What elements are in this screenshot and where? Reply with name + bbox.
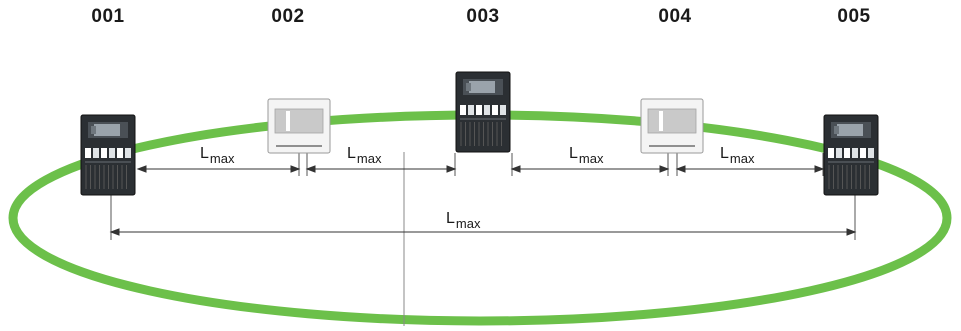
dimension-label: Lmax — [347, 145, 381, 166]
dimension-line-004-005 — [675, 165, 825, 173]
dimension-subscript: max — [209, 151, 235, 166]
keypad-device — [640, 98, 704, 154]
keypad-device — [267, 98, 331, 154]
dimension-symbol: L — [347, 145, 356, 162]
dimension-label: Lmax — [720, 145, 754, 166]
node-label-003: 003 — [466, 6, 500, 27]
dimension-line-003-004 — [510, 165, 670, 173]
control-panel-device — [823, 114, 879, 196]
dimension-line-overall — [109, 228, 857, 236]
node-label-004: 004 — [658, 6, 692, 27]
dimension-symbol: L — [446, 210, 455, 227]
dimension-line-002-003 — [305, 165, 457, 173]
dimension-symbol: L — [200, 145, 209, 162]
control-panel-device — [455, 71, 511, 153]
dimension-subscript: max — [455, 216, 481, 231]
node-label-002: 002 — [271, 6, 305, 27]
dimension-subscript: max — [578, 151, 604, 166]
dimension-subscript: max — [356, 151, 382, 166]
node-label-005: 005 — [837, 6, 871, 27]
dimension-symbol: L — [720, 145, 729, 162]
dimension-label: Lmax — [446, 210, 480, 231]
dimension-subscript: max — [729, 151, 755, 166]
dimension-label: Lmax — [200, 145, 234, 166]
control-panel-device — [80, 114, 136, 196]
node-label-001: 001 — [91, 6, 125, 27]
dimension-line-001-002 — [136, 165, 301, 173]
dimension-symbol: L — [569, 145, 578, 162]
dimension-label: Lmax — [569, 145, 603, 166]
